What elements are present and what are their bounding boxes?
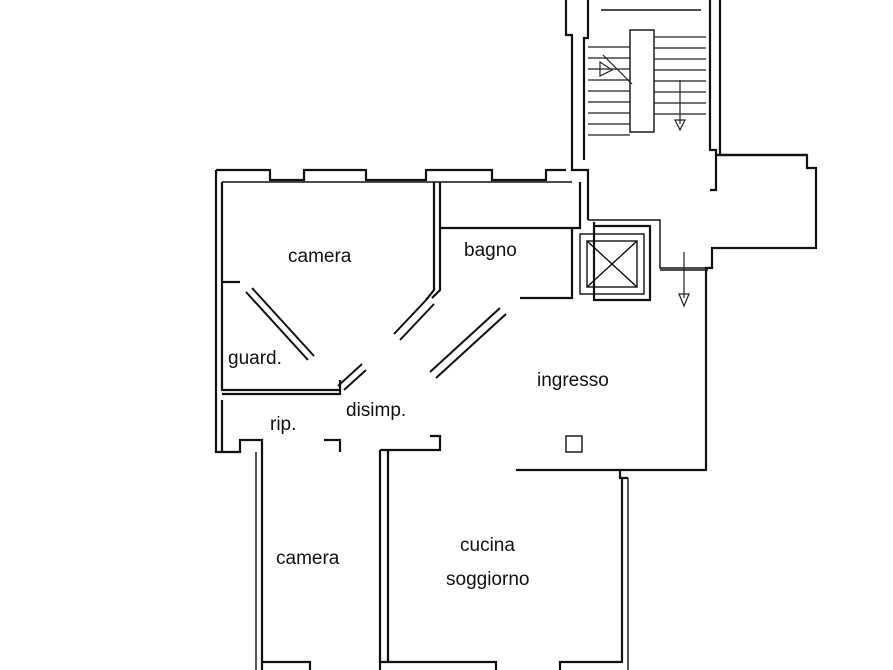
room-label-cucina: cucina (460, 535, 515, 556)
column-marker (565, 435, 583, 453)
door-guard (251, 287, 315, 357)
apartment-walls (214, 168, 629, 670)
room-label-guard: guard. (228, 348, 282, 369)
room-label-rip: rip. (270, 414, 296, 435)
door-disimp (337, 363, 363, 387)
staircase (564, 0, 807, 220)
room-label-bagno: bagno (464, 240, 517, 261)
stair-steps-left (588, 46, 630, 136)
door-bagno (429, 307, 501, 373)
doors (245, 287, 507, 391)
room-label-camera-top: camera (288, 246, 352, 267)
room-label-disimp: disimp. (346, 400, 406, 421)
stair-arrow-icon (599, 60, 614, 77)
down-arrow-icon (674, 119, 686, 132)
interior-walls (220, 182, 620, 662)
room-label-ingresso: ingresso (537, 370, 609, 391)
room-label-camera-bottom: camera (276, 548, 340, 569)
elevator-shaft (579, 233, 645, 295)
room-label-soggiorno: soggiorno (446, 569, 529, 590)
door-camera-top (393, 297, 429, 335)
stair-diagonal (602, 54, 633, 85)
down-arrow-icon-2 (678, 293, 690, 308)
landing-walls (579, 153, 818, 480)
